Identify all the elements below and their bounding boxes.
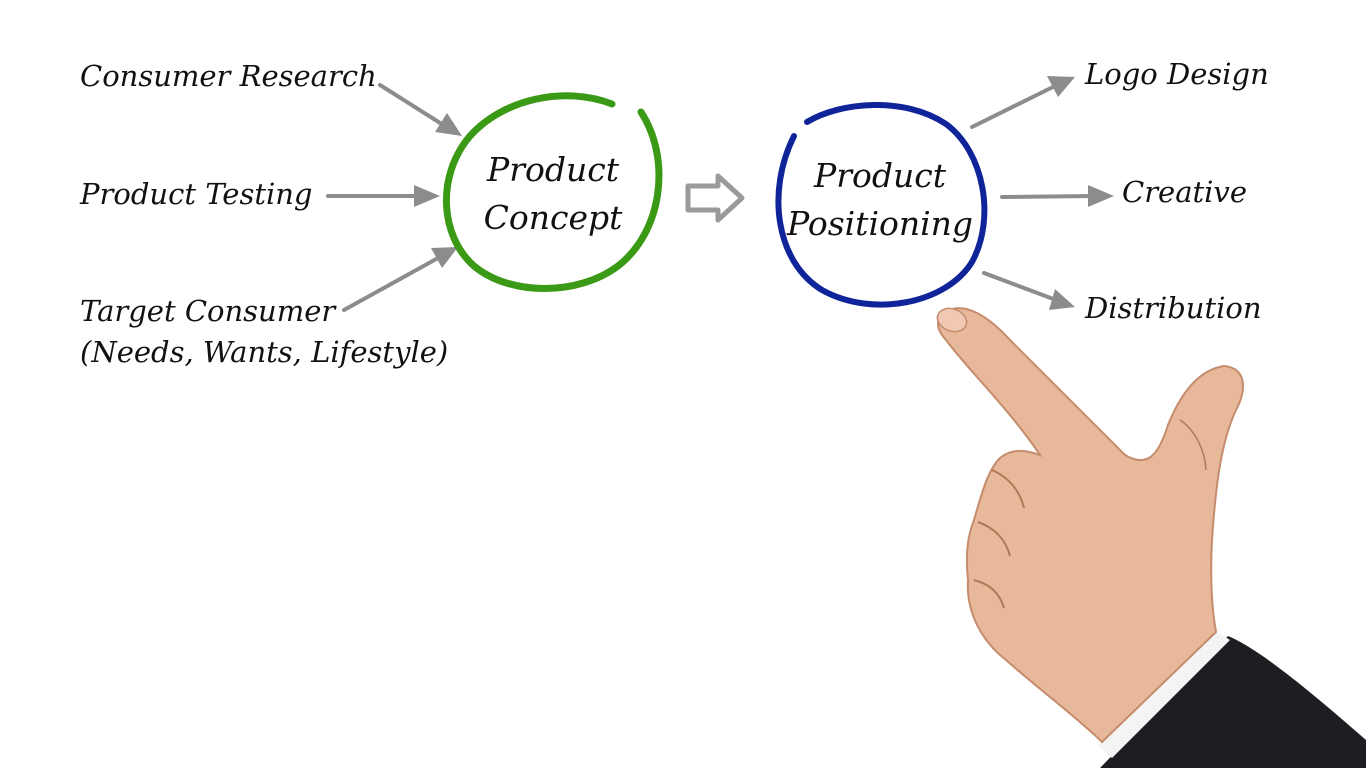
- arrow-distribution: [982, 271, 1058, 302]
- arrow-head-distribution: [1049, 289, 1075, 310]
- arrow-logo-design: [970, 84, 1057, 129]
- input-target-consumer: Target Consumer: [80, 294, 336, 328]
- output-logo-design: Logo Design: [1085, 57, 1269, 91]
- product-positioning-circle: [775, 101, 988, 308]
- arrow-head-creative: [1088, 185, 1114, 207]
- input-product-testing: Product Testing: [80, 177, 313, 211]
- arrow-creative: [1000, 194, 1096, 199]
- arrow-head-consumer-research: [435, 113, 462, 136]
- arrow-head-logo-design: [1047, 76, 1075, 97]
- arrow-head-target-consumer: [431, 247, 458, 268]
- input-target-consumer-detail: (Needs, Wants, Lifestyle): [80, 335, 449, 369]
- arrow-target-consumer: [342, 256, 440, 312]
- pointing-hand-illustration: [936, 307, 1366, 768]
- transition-arrow: [685, 173, 745, 223]
- node-product-positioning-label: Product Positioning: [780, 152, 980, 248]
- arrow-consumer-research: [378, 83, 450, 130]
- node-product-positioning-line1: Product: [814, 156, 946, 195]
- node-product-concept-line2: Concept: [483, 198, 623, 237]
- node-product-concept-label: Product Concept: [470, 146, 636, 242]
- arrow-head-product-testing: [414, 185, 440, 207]
- output-distribution: Distribution: [1085, 291, 1262, 325]
- input-consumer-research: Consumer Research: [80, 59, 377, 93]
- output-creative: Creative: [1122, 175, 1247, 209]
- product-concept-circle: [442, 92, 663, 292]
- node-product-concept-line1: Product: [487, 150, 619, 189]
- node-product-positioning-line2: Positioning: [786, 204, 974, 243]
